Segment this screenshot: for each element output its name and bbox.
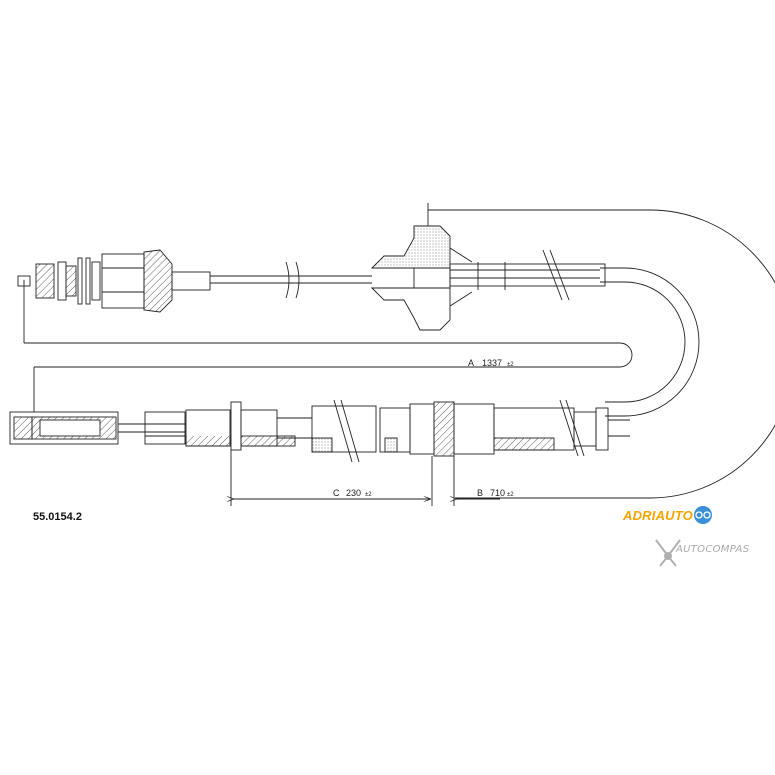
dim-b-value: 710 <box>490 488 505 498</box>
upper-sheath <box>449 263 606 287</box>
dimension-loop-inner <box>24 342 633 368</box>
cable-bend-outer <box>600 267 700 417</box>
brand-logo-text: ADRIAUTO <box>623 508 693 523</box>
dim-a-tol: ±2 <box>507 362 514 368</box>
dim-a-label: A <box>468 358 474 368</box>
watermark-logo-icon <box>655 539 681 567</box>
dim-a-value: 1337 <box>482 358 502 368</box>
lower-end-eye <box>9 411 119 445</box>
cable-bend-inner <box>600 281 686 403</box>
dim-b-tol: ±2 <box>507 492 514 498</box>
dim-c-tol: ±2 <box>365 492 372 498</box>
dimension-loop-outer <box>428 209 775 499</box>
part-number: 55.0154.2 <box>33 511 82 523</box>
upper-grommet <box>370 225 451 269</box>
brand-badge-icon <box>694 506 712 524</box>
dim-b-label: B <box>477 488 483 498</box>
dim-c-value: 230 <box>346 488 361 498</box>
dim-c-label: C <box>333 488 340 498</box>
watermark-text: AUTOCOMPAS <box>676 544 750 555</box>
